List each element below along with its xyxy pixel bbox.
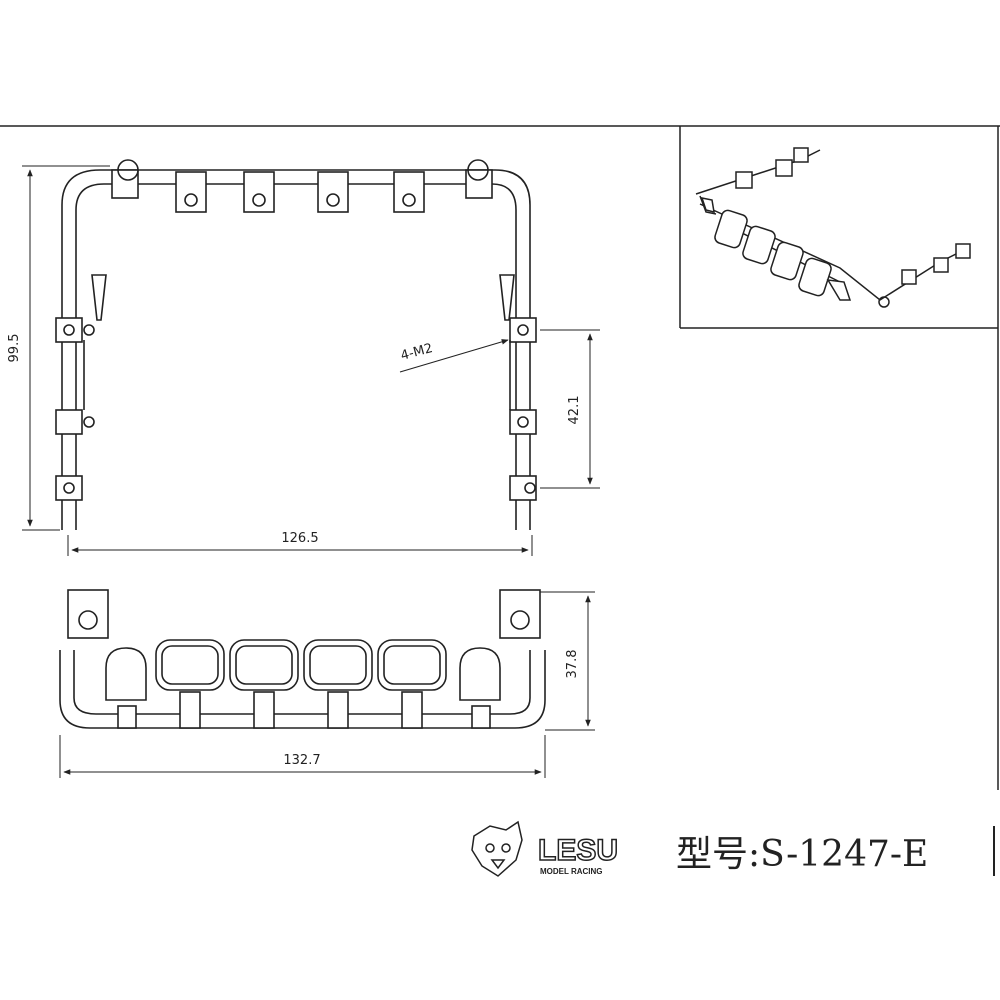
dim-bottom-height: 37.8 [565,650,580,679]
isometric-view [695,147,971,308]
front-view [55,159,537,530]
drawing-frame [0,125,1000,790]
dim-front-width: 126.5 [281,531,318,546]
brand-subtitle: MODEL RACING [540,867,603,876]
work-lamp-3 [303,639,373,691]
lion-logo-icon [471,820,523,877]
dim-mount-spacing: 42.1 [567,396,582,425]
title-block: LESU MODEL RACING 型号:S-1247-E [471,820,995,877]
dim-overall-height: 99.5 [7,334,22,363]
brand-name: LESU [538,834,618,867]
front-dimensions [22,165,600,556]
lamp-view [59,589,546,729]
work-lamp-1 [155,639,225,691]
lamp-view-dimensions [59,591,595,778]
thread-callout: 4-M2 [399,341,434,364]
work-lamp-4 [377,639,447,691]
work-lamp-2 [229,639,299,691]
top-clamps [111,159,493,213]
model-number: 型号:S-1247-E [676,834,928,875]
dim-bottom-width: 132.7 [283,753,320,768]
